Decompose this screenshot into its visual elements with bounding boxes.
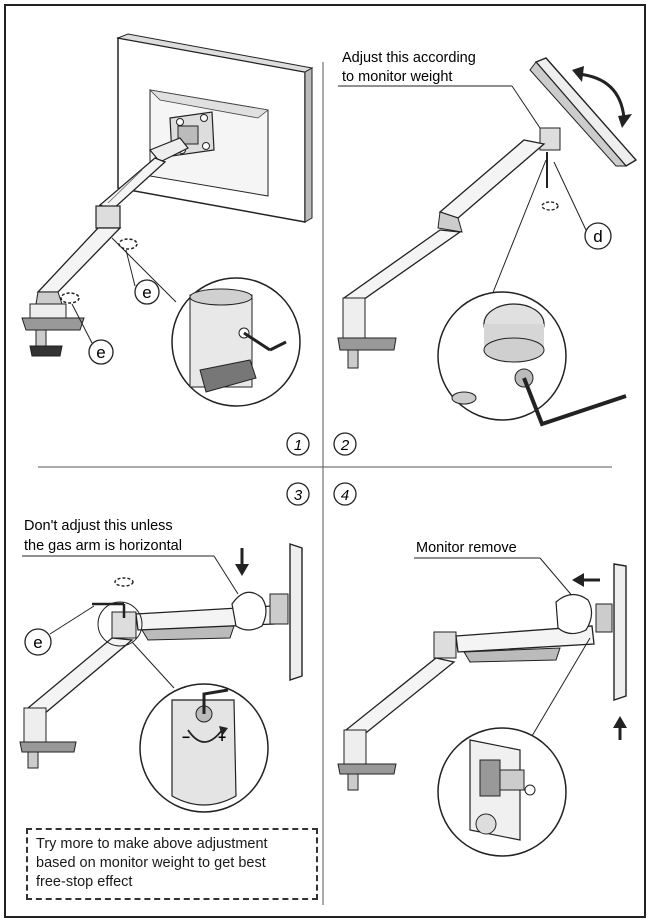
left-arrow-icon bbox=[572, 573, 600, 587]
callout-e bbox=[24, 628, 52, 656]
note-line: based on monitor weight to get best bbox=[36, 855, 266, 871]
panel-4: 4 Monitor remove bbox=[333, 482, 627, 857]
callout-d-label: d bbox=[593, 227, 602, 246]
monitor-side bbox=[289, 543, 303, 681]
up-arrow-icon bbox=[613, 716, 627, 740]
callout-e-upper bbox=[134, 279, 160, 305]
lower-arm bbox=[35, 227, 122, 305]
tilt-arrow-icon bbox=[577, 72, 626, 119]
panel-3: 3 Don't adjust this unless the gas arm i… bbox=[19, 482, 310, 813]
callout-e-label: e bbox=[33, 633, 42, 652]
step-number: 3 bbox=[294, 487, 303, 504]
caption-line: the gas arm is horizontal bbox=[24, 538, 182, 554]
arm-raised bbox=[337, 625, 595, 791]
caption-line: Don't adjust this unless bbox=[24, 518, 173, 534]
outer-frame bbox=[4, 4, 646, 918]
monitor-back bbox=[116, 33, 314, 223]
panel-1: e e 1 bbox=[21, 33, 314, 456]
monitor-side bbox=[529, 57, 638, 167]
note-line: free-stop effect bbox=[36, 874, 133, 890]
down-arrow-icon bbox=[235, 548, 249, 576]
step-number: 2 bbox=[340, 437, 350, 454]
rotate-icon bbox=[60, 238, 138, 304]
hand bbox=[555, 593, 593, 635]
rotate-icon bbox=[541, 201, 559, 211]
caption-line: Adjust this according bbox=[342, 50, 476, 66]
caption-line: Monitor remove bbox=[416, 540, 517, 556]
callout-d bbox=[584, 222, 612, 250]
monitor-side bbox=[613, 563, 627, 701]
step-number: 4 bbox=[341, 487, 349, 504]
detail-zoom-3: − + bbox=[139, 683, 269, 813]
step-number-badge bbox=[286, 482, 310, 506]
panel-2: Adjust this according to monitor weight … bbox=[333, 50, 638, 456]
step-number: 1 bbox=[294, 437, 302, 454]
note-line: Try more to make above adjustment bbox=[36, 836, 268, 852]
step-number-badge bbox=[333, 432, 357, 456]
elbow-joint bbox=[95, 205, 121, 229]
callout-e-upper-label: e bbox=[142, 283, 151, 302]
arm-side bbox=[337, 127, 561, 369]
detail-zoom-2 bbox=[437, 291, 627, 427]
step-number-badge bbox=[286, 432, 310, 456]
caption-line: to monitor weight bbox=[342, 69, 452, 85]
rotate-icon bbox=[114, 577, 134, 587]
svg-text:−: − bbox=[182, 729, 190, 745]
callout-e-lower-label: e bbox=[96, 343, 105, 362]
svg-text:+: + bbox=[218, 729, 226, 745]
desk-clamp bbox=[21, 303, 85, 357]
step-number-badge bbox=[333, 482, 357, 506]
callout-e-lower bbox=[88, 339, 114, 365]
detail-zoom-4 bbox=[437, 727, 567, 857]
detail-zoom-1 bbox=[171, 277, 301, 407]
hand bbox=[231, 591, 267, 631]
adjustment-tip-note: Try more to make above adjustment based … bbox=[26, 828, 318, 900]
